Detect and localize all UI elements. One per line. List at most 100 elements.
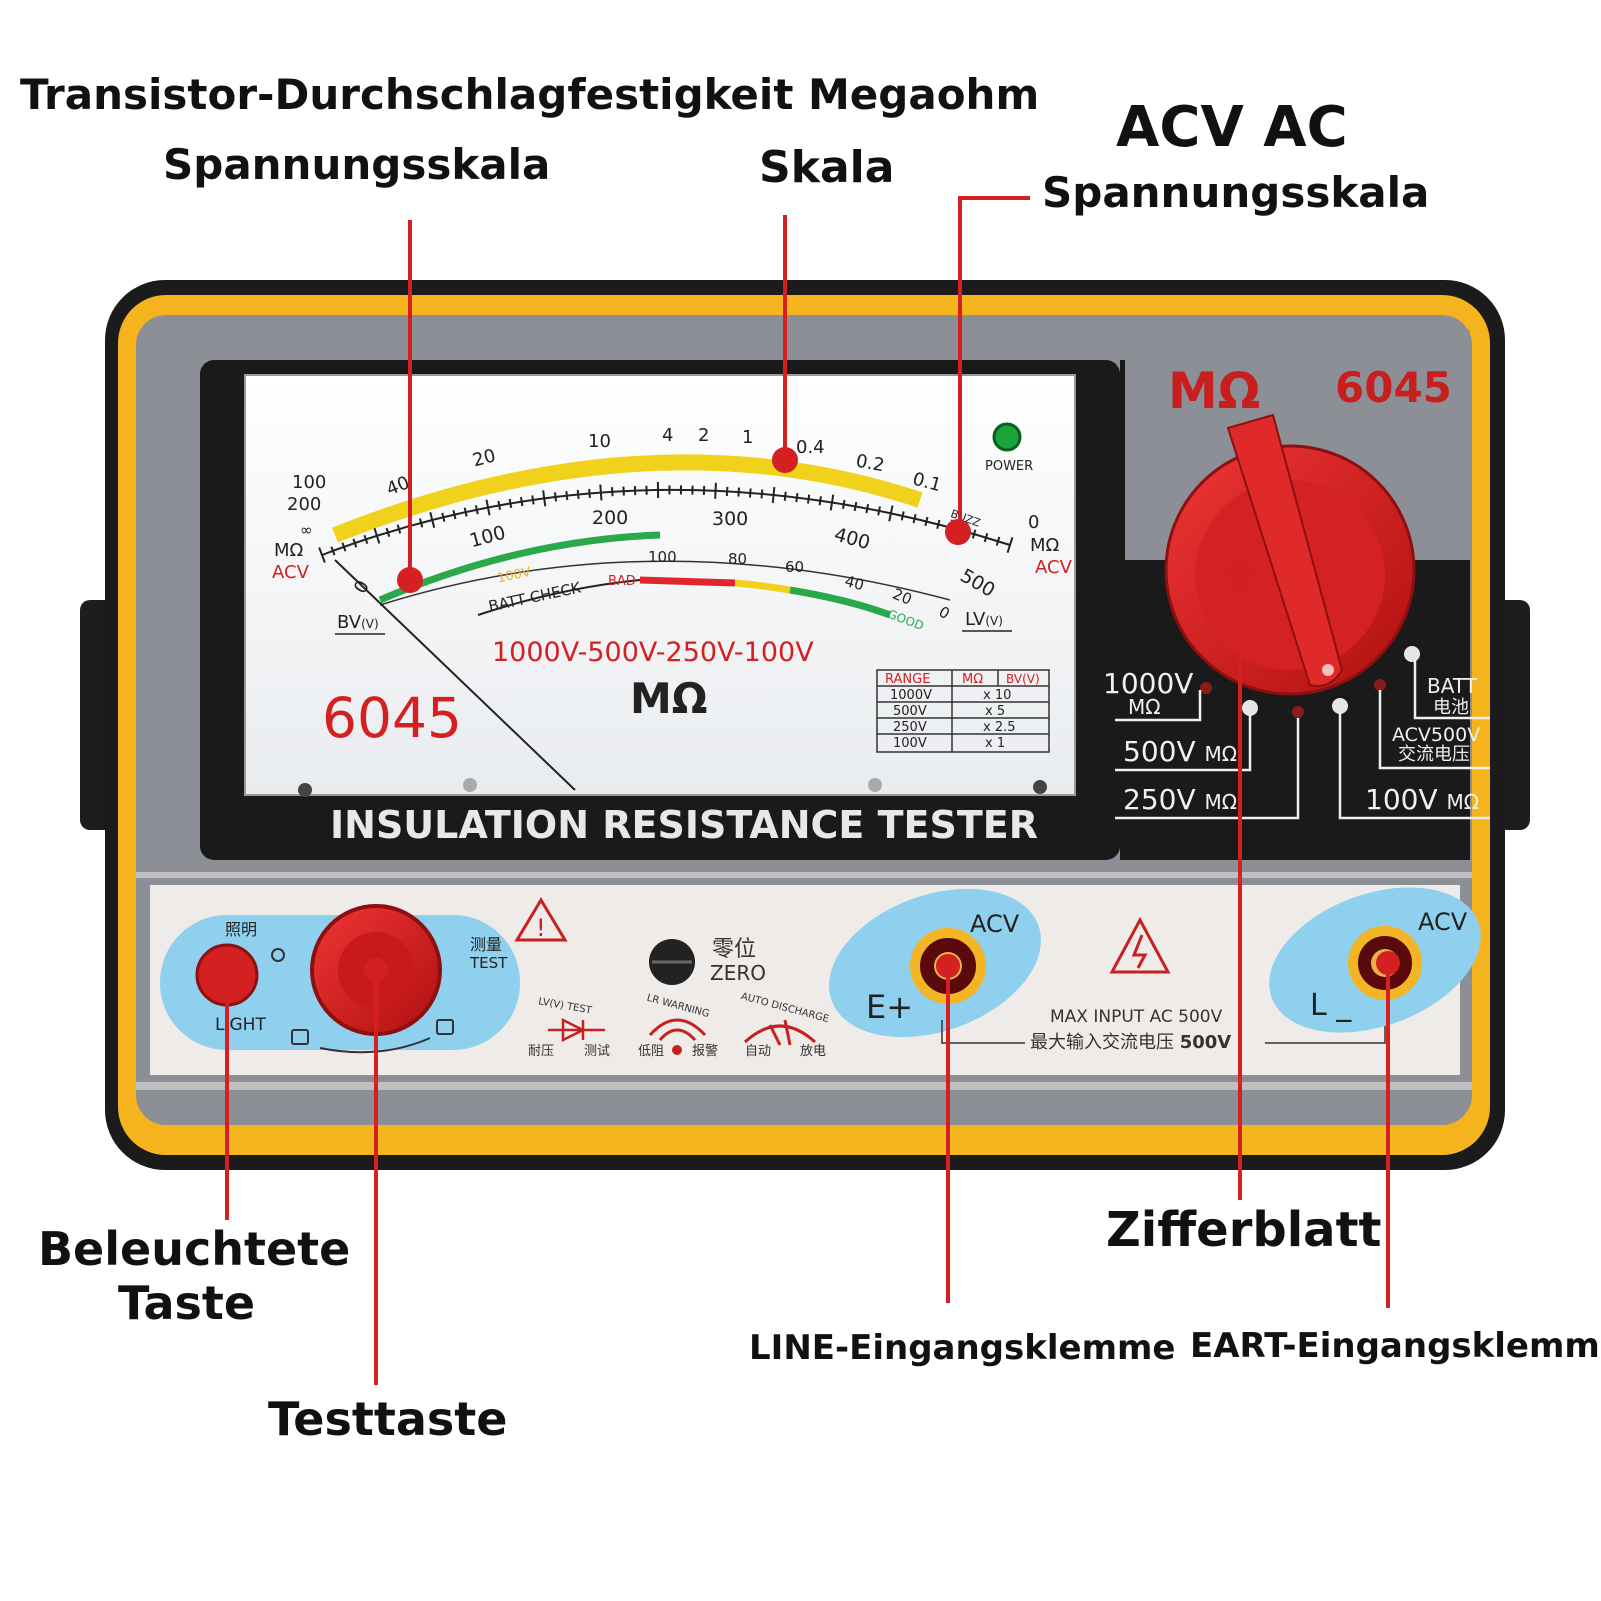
range-row-3-range: 250V [893, 720, 927, 735]
scale-tick [330, 546, 336, 556]
l-terminal-acv: ACV [1418, 908, 1468, 936]
lightning-mark [1131, 934, 1148, 969]
scale-tick [542, 490, 547, 507]
dot-eart [1376, 951, 1400, 975]
mohm-right-label: MΩ [1030, 535, 1060, 556]
scale-tick [363, 534, 369, 544]
dot-dial [1227, 562, 1253, 588]
lr-cn1: 低阻 [638, 1044, 664, 1059]
scale-tick [588, 488, 591, 498]
scale-top-10: 10 [588, 431, 611, 452]
screw-mid-left [463, 778, 477, 792]
range-row-3-mult: x 2.5 [983, 720, 1016, 735]
selector-unit: MΩ [1168, 362, 1260, 420]
lv-test-cn: 耐压 [528, 1044, 554, 1059]
scale-tick [611, 487, 614, 497]
dial-pointer[interactable] [1226, 413, 1344, 687]
scale-tick [771, 486, 776, 504]
bad-label: BAD [608, 574, 636, 589]
test-label-cn: 测量 [470, 935, 502, 954]
power-label: POWER [985, 459, 1033, 474]
scale-tick [553, 492, 558, 502]
scale-tick [418, 518, 424, 528]
scale-top-1: 1 [742, 427, 753, 448]
range-250v: 250V MΩ [1123, 783, 1237, 816]
scale-top-0-4: 0.4 [796, 437, 825, 458]
selector-model: 6045 [1335, 363, 1452, 412]
screw-left [298, 783, 312, 797]
callout-dial: Zifferblatt [1106, 1202, 1382, 1258]
scale-top-0: 0 [1028, 512, 1039, 533]
scale-tick [508, 498, 513, 509]
acv-left-label: ACV [272, 562, 310, 583]
lock-icon-left [291, 1029, 309, 1045]
scale-tick [441, 512, 446, 522]
range-row-4-range: 100V [893, 736, 927, 751]
scale-tick [983, 533, 989, 543]
range-acv500-cn: 交流电压 [1398, 744, 1470, 765]
scale-tick [842, 499, 846, 510]
scale-tick [995, 536, 1001, 546]
scale-tick [429, 512, 436, 528]
lr-cn2: 报警 [692, 1043, 718, 1059]
callout-light-line2: Taste [118, 1276, 256, 1330]
scale-tick [385, 527, 391, 537]
e-terminal-label: E+ [866, 988, 913, 1026]
lower-panel-stripe-top [136, 872, 1472, 878]
screw-mid-right [868, 778, 882, 792]
range-batt-cn: 电池 [1433, 697, 1469, 718]
range-row-2-mult: x 5 [985, 704, 1005, 719]
scale-tick [565, 491, 569, 501]
discharge-icon [743, 1019, 817, 1046]
scale-tick [497, 500, 501, 511]
scale-tick [853, 501, 858, 512]
scale-tick [599, 484, 603, 501]
diode-icon [548, 1017, 605, 1043]
range-row-4-mult: x 1 [985, 736, 1005, 751]
callout-eart-terminal: EART-Eingangsklemme [1190, 1326, 1601, 1366]
sun-icon [271, 948, 285, 962]
scale-top-0-2: 0.2 [854, 451, 886, 477]
scale-tick [318, 547, 326, 563]
lock-icon-right [436, 1019, 454, 1035]
range-header-mohm: MΩ [962, 672, 983, 687]
bv-label: BV(V) [337, 612, 379, 633]
scale-tick [818, 496, 822, 506]
callout-dots [215, 447, 1400, 987]
range-1000v-unit: MΩ [1128, 695, 1161, 719]
scale-lv-60: 60 [785, 558, 804, 576]
screw-right [1033, 780, 1047, 794]
range-row-1-mult: x 10 [983, 688, 1011, 703]
scale-tick [463, 507, 468, 517]
ranges-line: 1000V-500V-250V-100V [492, 637, 814, 668]
callout-lines [225, 196, 1390, 1385]
l-terminal-label: L _ [1310, 988, 1352, 1023]
range-dot-250v [1292, 706, 1304, 718]
dial-pointer-dot [1322, 664, 1334, 676]
meter-model: 6045 [322, 686, 462, 750]
meter-face [244, 374, 1076, 796]
max-input-bracket-right [1265, 1020, 1386, 1044]
e-terminal-acv: ACV [970, 910, 1020, 938]
max-input-cn: 最大输入交流电压 500V [1030, 1032, 1231, 1053]
range-brackets [1115, 660, 1490, 820]
callout-acv-line1: ACV AC [1116, 95, 1348, 160]
scale-top-inf: ∞ [300, 521, 313, 539]
callout-transistor-line1: Transistor-Durchschlagfestigkeit Megaohm [20, 70, 1040, 119]
scale-tick [576, 489, 580, 500]
range-row-1-range: 1000V [890, 688, 932, 703]
scale-tick [485, 499, 491, 516]
scale-tick [924, 516, 929, 527]
wireless-icon [648, 1018, 707, 1042]
scale-top-200: 200 [287, 494, 321, 515]
scale-mid-200: 200 [592, 507, 628, 529]
callout-test: Testtaste [268, 1392, 508, 1446]
scale-tick [396, 524, 402, 534]
test-label: TEST [469, 954, 508, 972]
dot-skala [772, 447, 798, 473]
scale-lv-20: 20 [890, 585, 914, 609]
range-1000v: 1000V [1103, 667, 1193, 700]
range-100v: 100V MΩ [1365, 783, 1479, 816]
big-unit: MΩ [630, 674, 708, 723]
